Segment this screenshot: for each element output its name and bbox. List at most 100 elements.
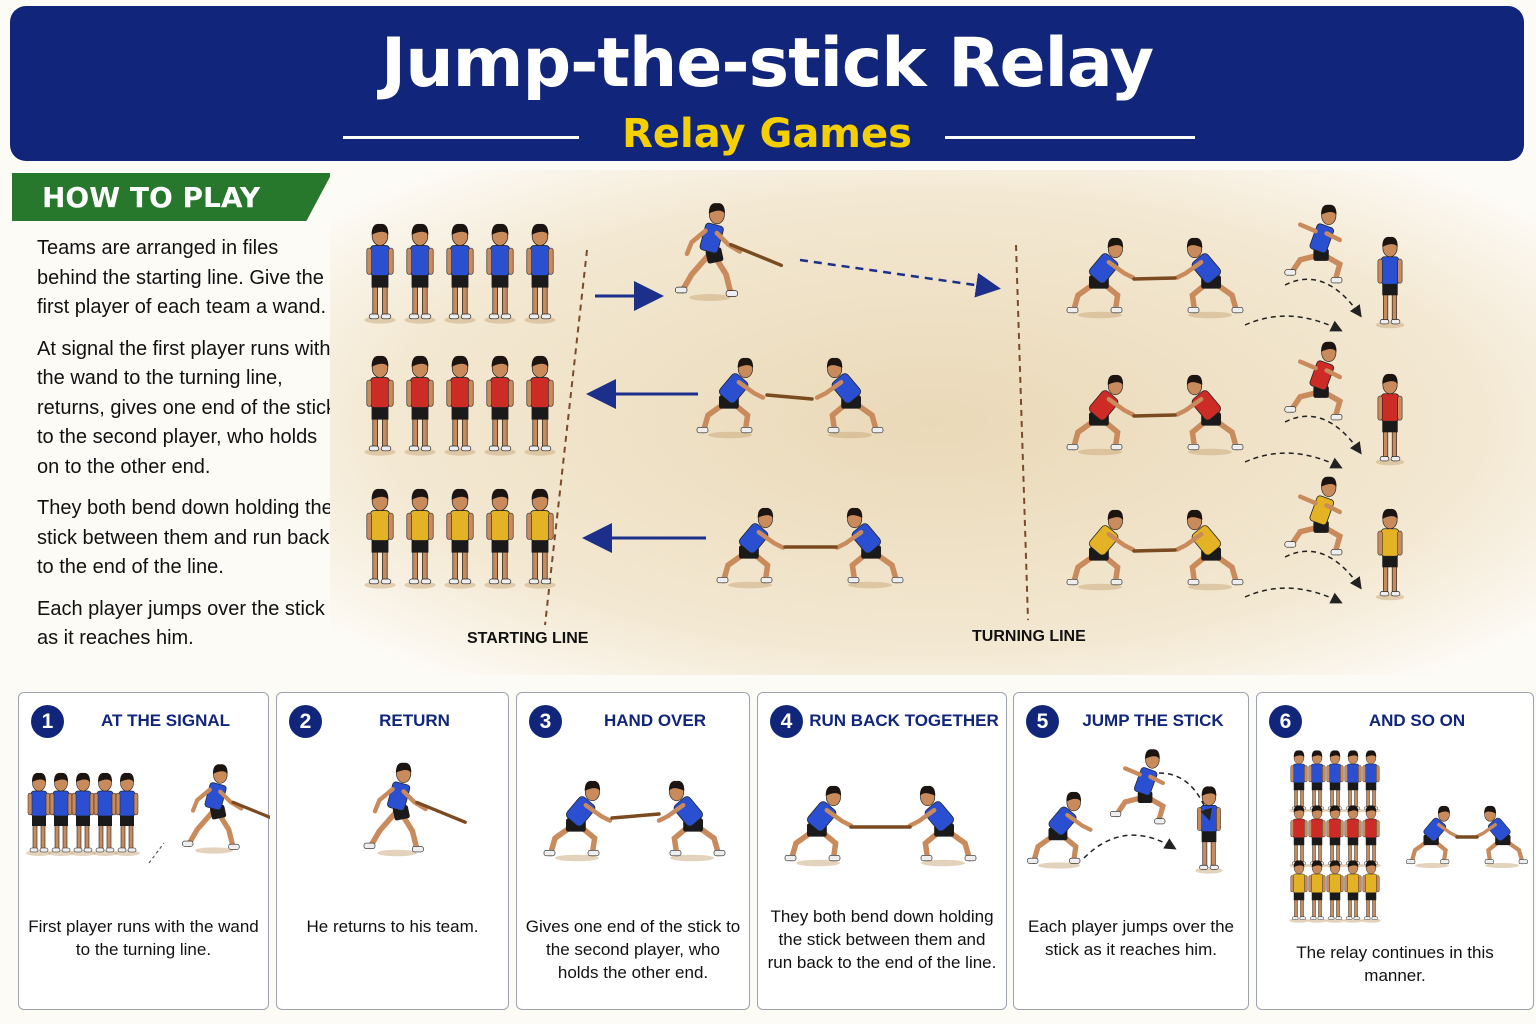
step-card-3: 3 HAND OVER Gives one end of the stick t… (516, 692, 750, 1010)
player-figure (1307, 750, 1327, 813)
jump-path-arrow (1244, 452, 1343, 469)
wand-stick (765, 393, 814, 401)
player-figure (1195, 786, 1223, 874)
step-illustration (1289, 750, 1528, 923)
jumping-player-figure (1284, 204, 1344, 284)
player-figure (444, 488, 476, 589)
dashed-arrow-to-turning-line (799, 258, 1001, 298)
player-figure (484, 355, 516, 456)
crouching-player-figure (1174, 374, 1244, 456)
step-illustration (543, 780, 726, 862)
running-player-figure (675, 203, 784, 301)
starting-line-label: STARTING LINE (467, 630, 589, 647)
jump-path-arrow (1284, 415, 1362, 455)
step-description: Gives one end of the stick to the second… (525, 917, 741, 982)
step-title: HAND OVER (603, 711, 706, 730)
crouching-player-figure (1406, 805, 1460, 869)
step-card-6: 6 AND SO ON The relay continues in this … (1256, 692, 1534, 1010)
step-description: Each player jumps over the stick as it r… (1028, 917, 1234, 959)
step-number: 2 (289, 705, 322, 738)
jump-path-arrow (1083, 834, 1177, 859)
step-description: He returns to his team. (306, 917, 479, 936)
step-number: 6 (1269, 705, 1302, 738)
crouching-player-figure (784, 785, 854, 867)
step-description: They both bend down holding the stick be… (767, 907, 997, 972)
wand-stick (1132, 413, 1177, 418)
instruction-paragraph: Teams are arranged in files behind the s… (37, 237, 327, 318)
step-illustration (363, 762, 467, 857)
step-card-5: 5 JUMP THE STICK Each player jumps over … (1013, 692, 1249, 1010)
jumping-player-figure (1284, 341, 1344, 421)
wand-stick (610, 812, 661, 820)
player-figure (1361, 860, 1381, 923)
jump-path-arrow (1284, 550, 1362, 590)
player-figure (1375, 236, 1405, 329)
player-figure (524, 488, 556, 589)
jumping-player-figure (1110, 749, 1166, 825)
motion-lines (148, 842, 165, 864)
step-illustration (26, 764, 270, 864)
step-number: 1 (31, 705, 64, 738)
crouching-player-figure (656, 780, 726, 862)
player-figure (1289, 860, 1309, 923)
instruction-paragraph: Each player jumps over the stick as it r… (37, 597, 325, 650)
jump-path-arrow (1158, 772, 1212, 821)
crouching-player-figure (1174, 237, 1244, 319)
step-illustration (1027, 749, 1223, 874)
step-number: 3 (529, 705, 562, 738)
subtitle-rule-right (945, 136, 1195, 139)
jump-path-arrow (1244, 587, 1343, 604)
player-figure (1307, 805, 1327, 868)
step-number: 4 (770, 705, 803, 738)
field-illustration: STARTING LINE TURNING LINE (330, 170, 1536, 675)
player-figure (26, 772, 52, 856)
player-figure (1289, 805, 1309, 868)
step-title: AND SO ON (1368, 711, 1466, 730)
step-number: 5 (1026, 705, 1059, 738)
player-figure (1289, 750, 1309, 813)
player-figure (524, 223, 556, 324)
instructions: Teams are arranged in files behind the s… (37, 234, 337, 666)
step-title: JUMP THE STICK (1082, 711, 1224, 730)
player-figure (1361, 805, 1381, 868)
how-to-play-heading: HOW TO PLAY (42, 181, 261, 214)
player-figure (48, 772, 74, 856)
crouching-player-figure (716, 507, 786, 589)
running-player-figure (363, 762, 467, 857)
step-description: The relay continues in this manner. (1296, 943, 1494, 985)
player-figure (404, 488, 436, 589)
wand-stick (1132, 276, 1177, 281)
crouching-player-figure (696, 357, 766, 439)
player-figure (1361, 750, 1381, 813)
step-title: RETURN (379, 711, 450, 730)
player-figure (70, 772, 96, 856)
page-subtitle: Relay Games (622, 111, 912, 157)
crouching-player-figure (1027, 791, 1093, 869)
player-figure (364, 223, 396, 324)
header-banner: Jump-the-stick Relay Relay Games (10, 6, 1524, 161)
player-figure (1325, 805, 1345, 868)
player-figure (1375, 508, 1405, 601)
running-player-figure (182, 764, 270, 854)
crouching-player-figure (834, 507, 904, 589)
turning-line (1015, 244, 1029, 621)
step-title: RUN BACK TOGETHER (809, 711, 999, 730)
player-figure (484, 488, 516, 589)
crouching-player-figure (1474, 805, 1528, 869)
instruction-paragraph: At signal the first player runs with the… (37, 337, 337, 478)
sand-ground (330, 170, 1536, 675)
crouching-player-figure (1066, 509, 1136, 591)
crouching-player-figure (543, 780, 613, 862)
player-figure (404, 223, 436, 324)
player-figure (1375, 373, 1405, 466)
crouching-player-figure (814, 357, 884, 439)
page-title: Jump-the-stick Relay (380, 24, 1154, 103)
step-title: AT THE SIGNAL (100, 711, 231, 730)
player-figure (1343, 805, 1363, 868)
turning-line-label: TURNING LINE (972, 628, 1086, 645)
step-card-2: 2 RETURN He returns to his team. (276, 692, 509, 1010)
player-figure (1325, 860, 1345, 923)
player-figure (364, 488, 396, 589)
starting-line (544, 249, 588, 626)
crouching-player-figure (1174, 509, 1244, 591)
